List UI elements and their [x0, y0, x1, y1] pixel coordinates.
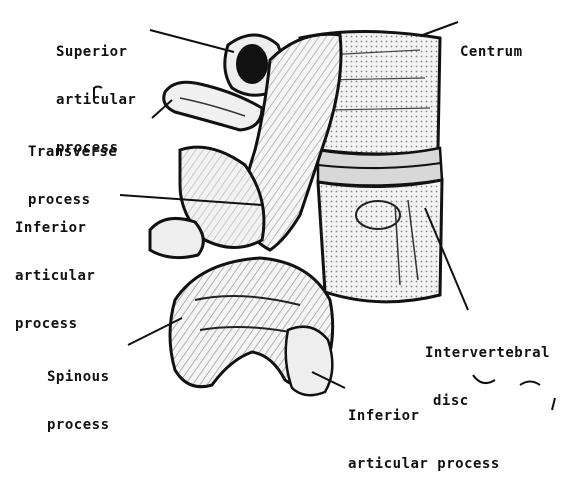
label-spinous-process: Spinous process: [47, 337, 110, 465]
inferior-articular-bottom-shape: [286, 327, 333, 396]
label-inferior-articular-process-bottom: Inferior articular process: [348, 376, 500, 504]
label-centrum: Centrum: [460, 12, 523, 92]
intervertebral-disc-shape: [318, 148, 442, 186]
diagram-canvas: Superior articular process Transverse pr…: [0, 0, 573, 419]
inferior-articular-left-shape: [150, 147, 264, 257]
leader-centrum: [420, 22, 458, 36]
leader-superior-articular: [150, 30, 234, 52]
lower-centrum: [318, 180, 442, 302]
